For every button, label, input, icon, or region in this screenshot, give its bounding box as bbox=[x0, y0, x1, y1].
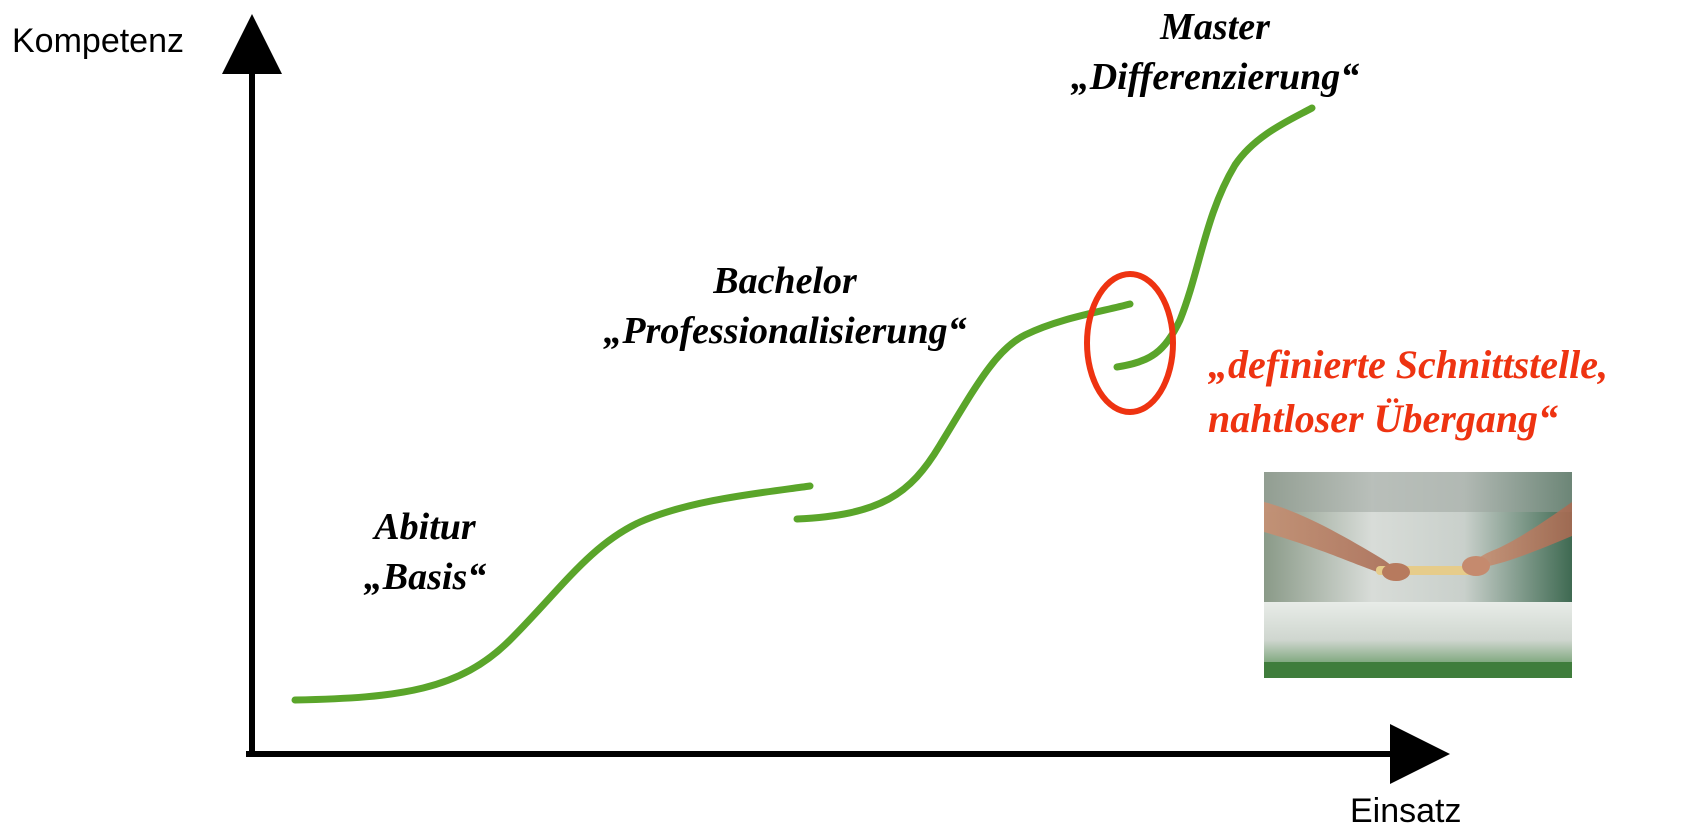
stage-abitur-subtitle: „Basis“ bbox=[363, 556, 487, 598]
y-axis-label: Kompetenz bbox=[12, 22, 184, 60]
stage-master-title: Master bbox=[1160, 6, 1270, 48]
stage-bachelor: Bachelor „Professionalisierung“ bbox=[570, 256, 1000, 356]
stage-bachelor-title: Bachelor bbox=[713, 260, 857, 302]
baton-handover-photo bbox=[1264, 472, 1572, 678]
curve-master bbox=[1113, 104, 1316, 371]
callout-line-2: nahtloser Übergang“ bbox=[1208, 396, 1559, 441]
stage-abitur-title: Abitur bbox=[374, 506, 476, 548]
transition-callout: „definierte Schnittstelle, nahtloser Übe… bbox=[1208, 338, 1608, 446]
transition-highlight-ellipse bbox=[1084, 271, 1176, 415]
x-axis-label: Einsatz bbox=[1350, 792, 1462, 830]
stage-bachelor-subtitle: „Professionalisierung“ bbox=[603, 310, 967, 352]
curve-bachelor bbox=[793, 300, 1134, 523]
stage-abitur: Abitur „Basis“ bbox=[330, 502, 520, 602]
stage-master-subtitle: „Differenzierung“ bbox=[1070, 56, 1360, 98]
stage-master: Master „Differenzierung“ bbox=[1045, 2, 1385, 102]
callout-line-1: „definierte Schnittstelle, bbox=[1208, 342, 1608, 387]
curve-abitur bbox=[291, 482, 814, 704]
